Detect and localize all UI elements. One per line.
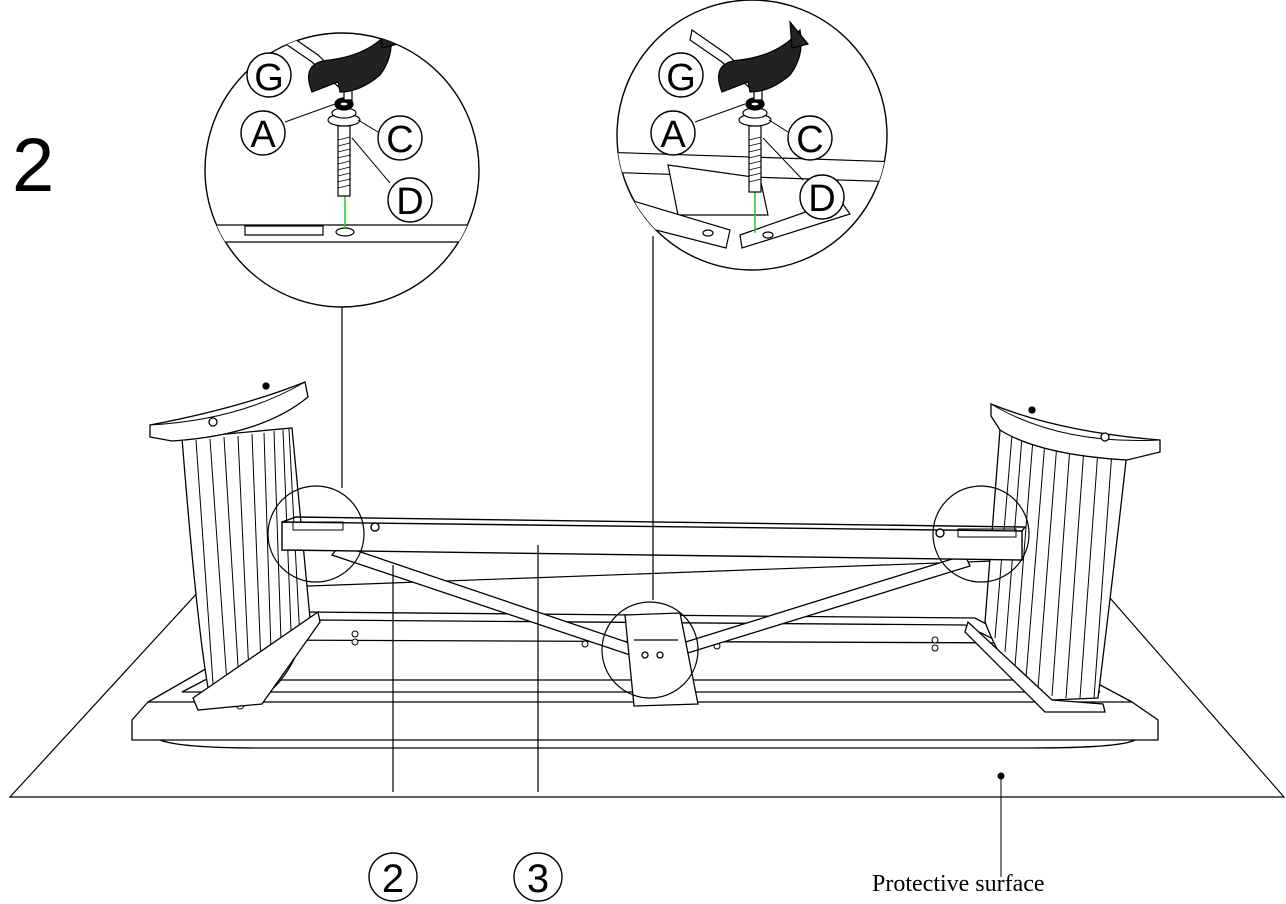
stretcher-bar: [281, 516, 1027, 561]
label-a: A: [250, 114, 276, 156]
detail-markers: [267, 485, 1030, 699]
label-circle-a: [240, 110, 286, 156]
leader-lines: [341, 236, 654, 792]
label-d: D: [808, 178, 835, 220]
label-circle-d: [387, 177, 433, 223]
label-circle-a: [650, 110, 696, 156]
center-bracket: [624, 612, 699, 707]
label-circle-g: [658, 52, 704, 98]
part-label-3: 3: [527, 857, 549, 901]
surface-dot: [997, 772, 1005, 780]
label-circle-c: [787, 115, 833, 161]
callout-left: G A C D: [204, 32, 480, 308]
right-pedestal-leg: [964, 403, 1161, 713]
label-circle-c: [377, 115, 423, 161]
label-d: D: [396, 181, 423, 223]
part-label-2: 2: [382, 857, 404, 901]
label-a: A: [660, 114, 686, 156]
callout-right: G A C D: [616, 0, 888, 271]
step-number: 2: [12, 123, 55, 208]
label-c: C: [386, 119, 413, 161]
label-g: G: [666, 57, 696, 99]
label-g: G: [254, 57, 284, 99]
label-circle-g: [246, 52, 292, 98]
part-labels: 2 3: [368, 852, 563, 902]
left-pedestal-leg: [149, 381, 321, 711]
label-circle-d: [799, 174, 845, 220]
label-c: C: [796, 119, 823, 161]
surface-label: Protective surface: [872, 871, 1045, 897]
